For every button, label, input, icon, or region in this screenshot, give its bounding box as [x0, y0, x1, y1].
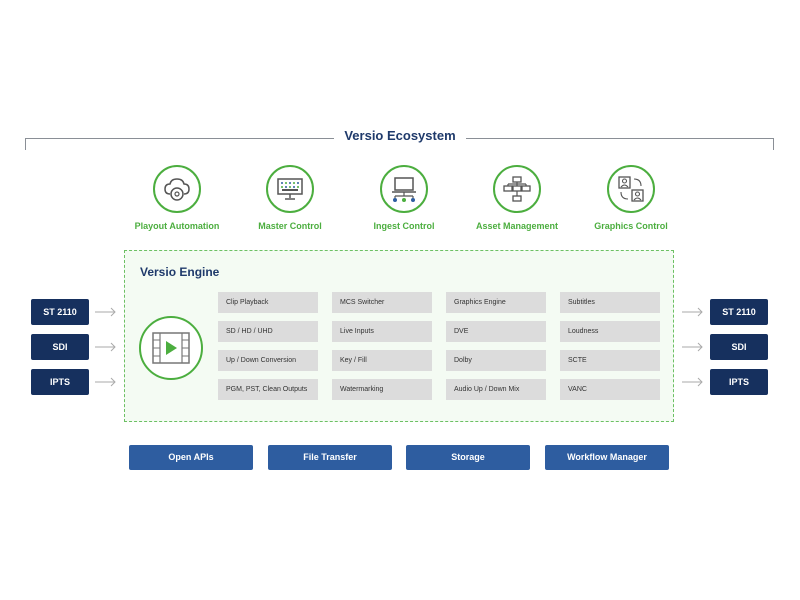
hierarchy-icon	[493, 165, 541, 213]
engine-feature: Loudness	[560, 321, 660, 342]
cloud-disc-icon	[153, 165, 201, 213]
arrow-right-icon	[682, 307, 703, 317]
engine-feature: VANC	[560, 379, 660, 400]
engine-feature: SD / HD / UHD	[218, 321, 318, 342]
ecosystem-title: Versio Ecosystem	[334, 128, 466, 143]
eco-item-master-control: Master Control	[230, 165, 350, 231]
engine-feature: Key / Fill	[332, 350, 432, 371]
ecosystem-bracket-left	[25, 138, 343, 139]
monitor-grid-icon	[266, 165, 314, 213]
video-play-icon	[139, 316, 203, 380]
input-ipts: IPTS	[31, 369, 89, 395]
graphics-control-icon	[607, 165, 655, 213]
engine-feature: Audio Up / Down Mix	[446, 379, 546, 400]
engine-feature: Subtitles	[560, 292, 660, 313]
open-apis-button[interactable]: Open APIs	[129, 445, 253, 470]
eco-item-graphics-control: Graphics Control	[571, 165, 691, 231]
output-st2110: ST 2110	[710, 299, 768, 325]
output-ipts: IPTS	[710, 369, 768, 395]
engine-feature: MCS Switcher	[332, 292, 432, 313]
eco-label: Graphics Control	[594, 221, 668, 231]
file-transfer-button[interactable]: File Transfer	[268, 445, 392, 470]
arrow-right-icon	[682, 342, 703, 352]
ecosystem-bracket-tick-right	[773, 138, 774, 150]
eco-item-asset-management: Asset Management	[457, 165, 577, 231]
ecosystem-bracket-right	[457, 138, 774, 139]
eco-label: Playout Automation	[134, 221, 220, 231]
laptop-network-icon	[380, 165, 428, 213]
eco-label: Ingest Control	[373, 221, 435, 231]
storage-button[interactable]: Storage	[406, 445, 530, 470]
arrow-right-icon	[682, 377, 703, 387]
engine-feature: Graphics Engine	[446, 292, 546, 313]
eco-label: Asset Management	[475, 221, 559, 231]
engine-feature: DVE	[446, 321, 546, 342]
input-sdi: SDI	[31, 334, 89, 360]
engine-feature: Clip Playback	[218, 292, 318, 313]
engine-feature: Live Inputs	[332, 321, 432, 342]
ecosystem-title-wrap: Versio Ecosystem	[0, 128, 800, 143]
engine-feature: Up / Down Conversion	[218, 350, 318, 371]
engine-feature: Watermarking	[332, 379, 432, 400]
eco-item-playout-automation: Playout Automation	[117, 165, 237, 231]
engine-feature: Dolby	[446, 350, 546, 371]
eco-item-ingest-control: Ingest Control	[344, 165, 464, 231]
arrow-right-icon	[95, 307, 116, 317]
output-sdi: SDI	[710, 334, 768, 360]
engine-feature: PGM, PST, Clean Outputs	[218, 379, 318, 400]
eco-label: Master Control	[258, 221, 322, 231]
input-st2110: ST 2110	[31, 299, 89, 325]
arrow-right-icon	[95, 377, 116, 387]
engine-title: Versio Engine	[140, 265, 220, 279]
workflow-manager-button[interactable]: Workflow Manager	[545, 445, 669, 470]
engine-feature: SCTE	[560, 350, 660, 371]
ecosystem-bracket-tick-left	[25, 138, 26, 150]
arrow-right-icon	[95, 342, 116, 352]
